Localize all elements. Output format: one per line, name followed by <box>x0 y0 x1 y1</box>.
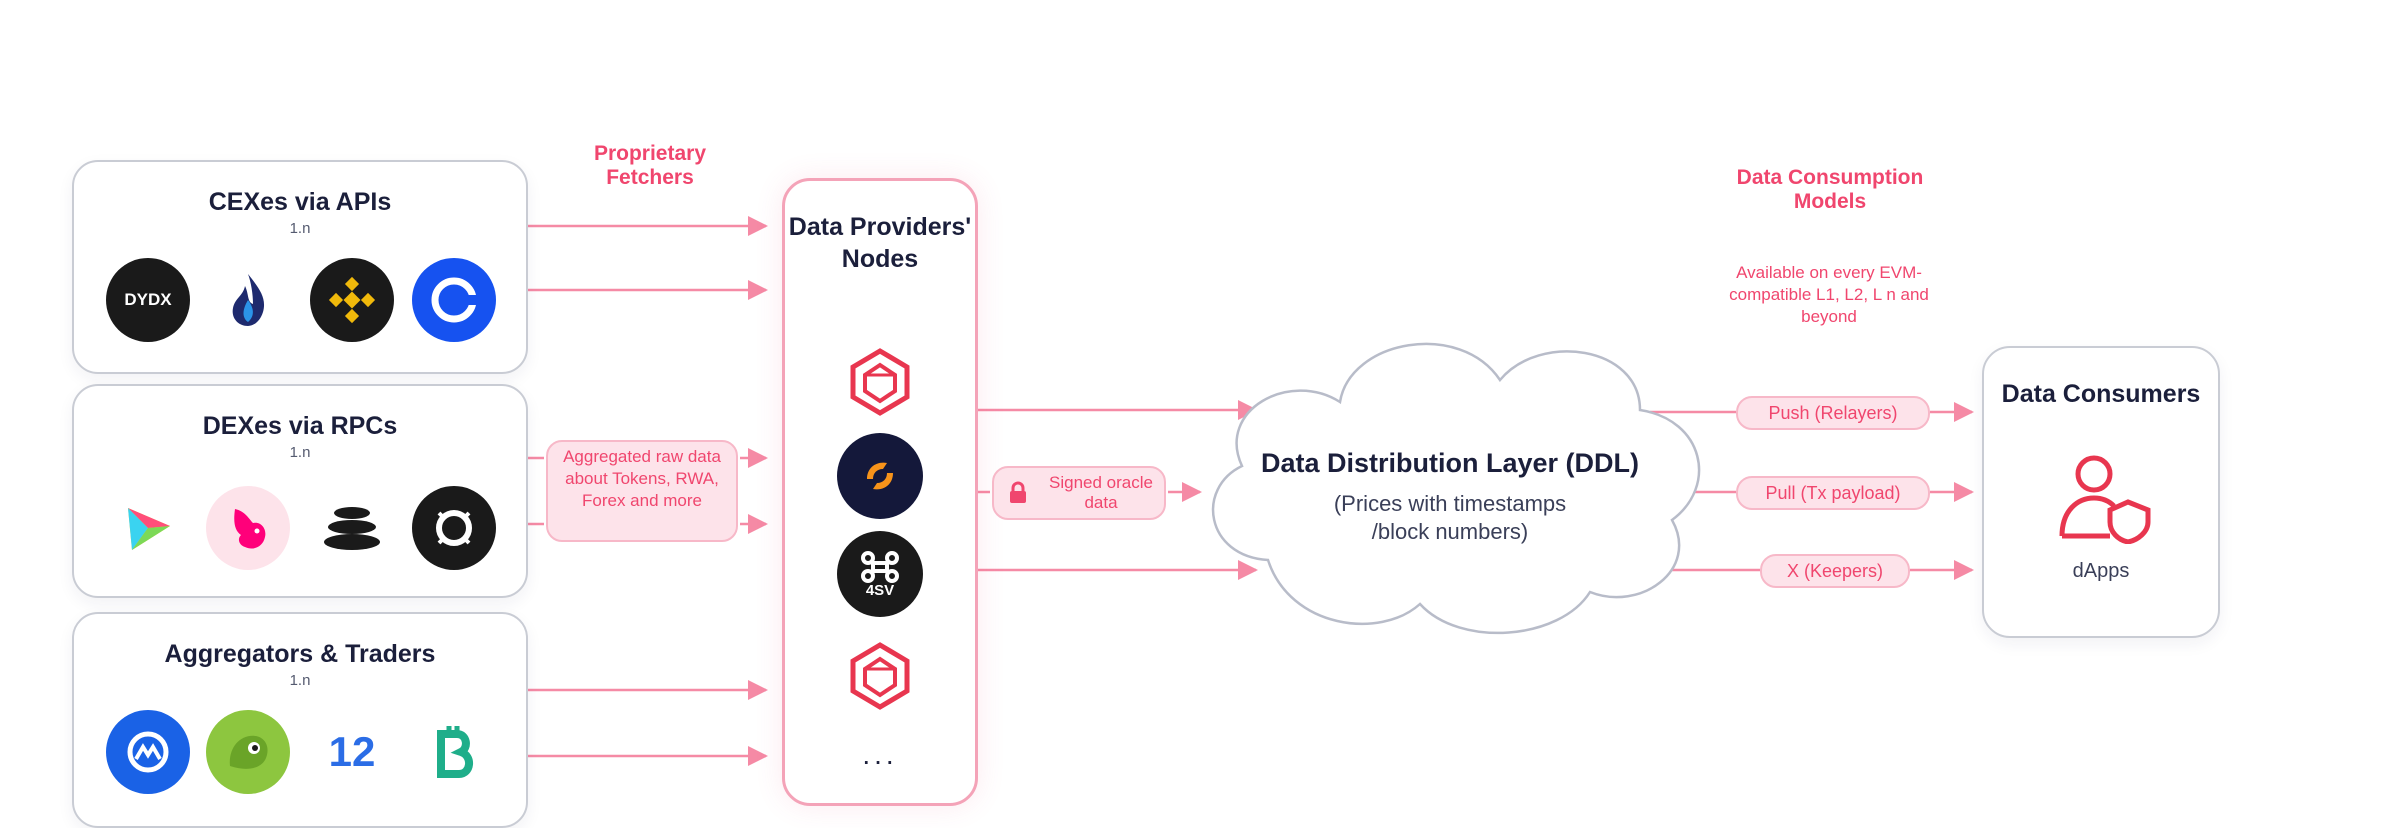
x-keepers-pill: X (Keepers) <box>1760 554 1910 588</box>
group-count: 1.n <box>289 672 311 689</box>
source-group-aggregators: Aggregators & Traders 1.n 12 <box>72 612 528 828</box>
uniswap-unicorn-icon <box>206 486 290 570</box>
pull-tx-payload-pill: Pull (Tx payload) <box>1736 476 1930 510</box>
source-group-dex: DEXes via RPCs 1.n <box>72 384 528 598</box>
ddl-subtitle: (Prices with timestamps /block numbers) <box>1210 490 1690 546</box>
ddl-sub-line-1: (Prices with timestamps <box>1333 491 1567 516</box>
providers-title: Data Providers' Nodes <box>788 213 972 273</box>
group-title: Aggregators & Traders <box>164 640 436 668</box>
stacked-discs-icon <box>310 486 394 570</box>
data-providers-nodes: Data Providers' Nodes 4SV ... <box>782 178 978 806</box>
aggregated-data-label: Aggregated raw data about Tokens, RWA, F… <box>563 447 721 510</box>
aggregated-data-pill: Aggregated raw data about Tokens, RWA, F… <box>546 440 738 542</box>
user-shield-icon <box>2054 452 2154 549</box>
coinmarketcap-icon <box>106 710 190 794</box>
redstone-gem-icon <box>837 633 923 719</box>
balancer-ring-icon <box>412 486 496 570</box>
signed-oracle-data-pill: Signed oracle data <box>992 466 1166 520</box>
binance-logo-icon <box>310 258 394 342</box>
group-count: 1.n <box>289 444 311 461</box>
dydx-logo-icon: DYDX <box>106 258 190 342</box>
consumers-title: Data Consumers <box>2001 380 2201 408</box>
ddl-cloud-shape <box>1211 342 1701 635</box>
proprietary-fetchers-label: Proprietary Fetchers <box>593 142 707 189</box>
consumption-models-note: Available on every EVM-compatible L1, L2… <box>1729 263 1929 326</box>
ddl-title: Data Distribution Layer (DDL) <box>1260 448 1640 478</box>
orange-node-icon <box>837 433 923 519</box>
group-title: DEXes via RPCs <box>202 412 398 440</box>
redstone-gem-icon <box>837 339 923 425</box>
coingecko-gecko-icon <box>206 710 290 794</box>
more-providers-ellipsis: ... <box>862 739 898 770</box>
bitcoin-green-icon <box>412 710 496 794</box>
pancake-rainbow-icon <box>106 486 190 570</box>
consumption-models-label: Data Consumption Models <box>1736 166 1924 213</box>
consumers-subtitle: dApps <box>2072 560 2130 582</box>
huobi-flame-icon <box>206 258 290 342</box>
data-consumers: Data Consumers dApps <box>1982 346 2220 638</box>
ddl-sub-line-2: /block numbers) <box>1371 519 1529 544</box>
push-relayers-pill: Push (Relayers) <box>1736 396 1930 430</box>
twelve-data-icon: 12 <box>310 710 394 794</box>
coinbase-logo-icon <box>412 258 496 342</box>
signed-oracle-data-label: Signed oracle data <box>1049 473 1153 512</box>
lock-icon <box>1010 481 1026 503</box>
command-node-icon: 4SV <box>837 531 923 617</box>
source-group-cex: CEXes via APIs 1.n DYDX <box>72 160 528 374</box>
group-title: CEXes via APIs <box>208 188 392 216</box>
group-count: 1.n <box>289 220 311 237</box>
